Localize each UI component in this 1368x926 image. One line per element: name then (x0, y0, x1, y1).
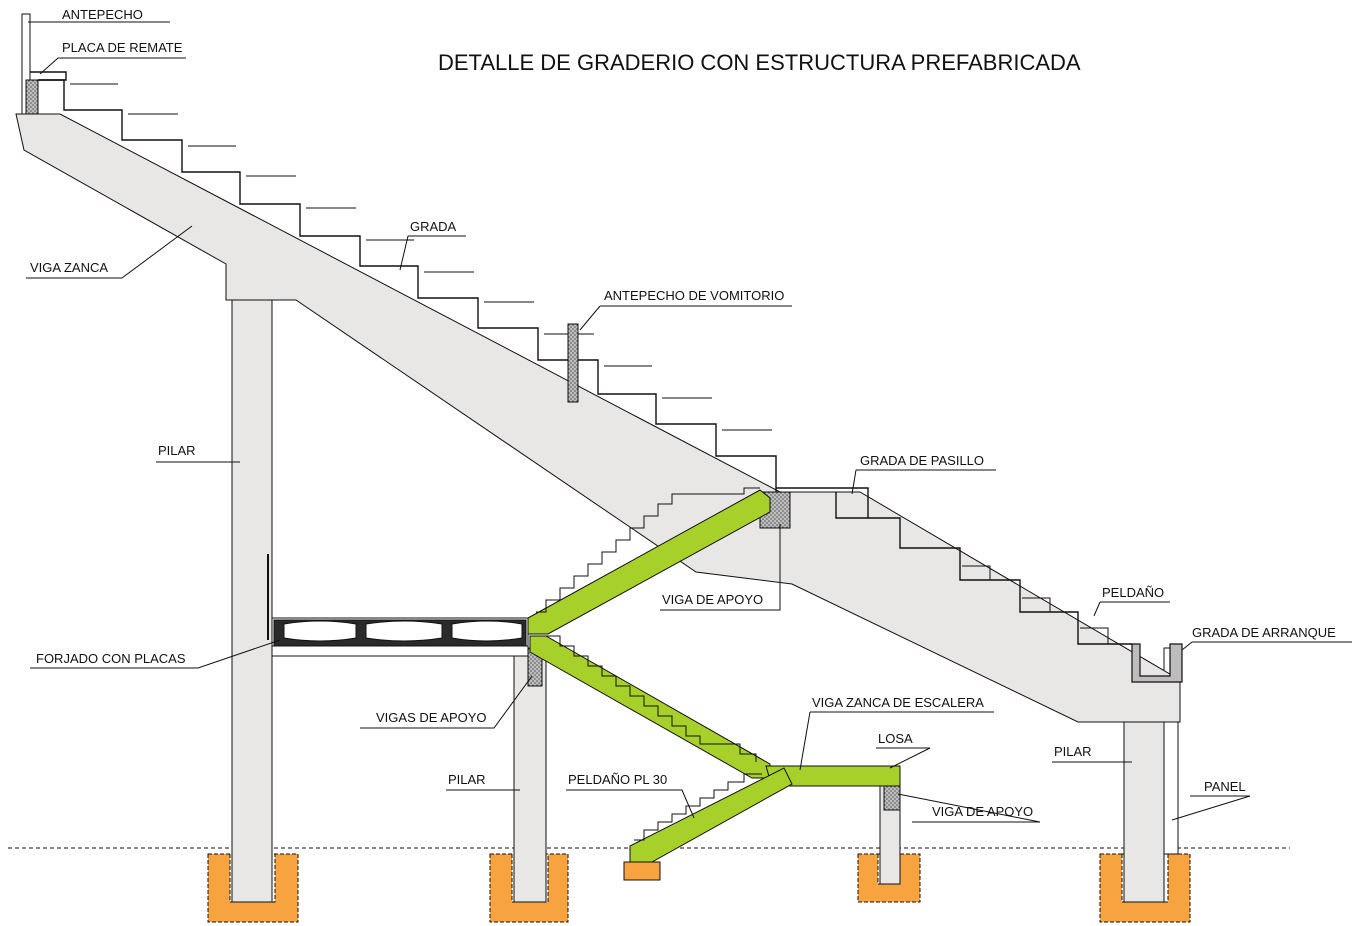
foundation-stair (623, 861, 661, 881)
placa-de-remate (30, 71, 67, 81)
grada-de-arranque (1131, 643, 1183, 683)
antepecho-vomitorio (567, 323, 579, 403)
viga-zanca-beam (15, 113, 1181, 723)
label-forjado-con-placas: FORJADO CON PLACAS (36, 651, 186, 666)
gradas-upper (38, 79, 777, 492)
antepecho-hatch (25, 79, 39, 115)
label-pilar-right: PILAR (1054, 744, 1092, 759)
label-viga-de-apoyo-lower: VIGA DE APOYO (932, 804, 1033, 819)
peldanos-intermedio (546, 635, 757, 762)
label-viga-zanca-de-escalera: VIGA ZANCA DE ESCALERA (812, 695, 984, 710)
label-antepecho-de-vomitorio: ANTEPECHO DE VOMITORIO (604, 288, 784, 303)
viga-de-apoyo-lower (883, 785, 901, 811)
label-pilar-mid: PILAR (448, 772, 486, 787)
label-grada-de-pasillo: GRADA DE PASILLO (860, 453, 984, 468)
label-pilar-left: PILAR (158, 443, 196, 458)
pillar-left (231, 299, 273, 903)
pillar-middle (513, 647, 547, 903)
escalera (527, 487, 901, 863)
tramo-inferior (629, 767, 793, 863)
label-antepecho: ANTEPECHO (62, 7, 143, 22)
label-viga-zanca: VIGA ZANCA (30, 260, 108, 275)
peldanos-superior (536, 487, 760, 613)
label-peldano: PELDAÑO (1102, 585, 1164, 600)
label-panel: PANEL (1204, 779, 1246, 794)
pillar-right (1123, 721, 1165, 903)
peldanos-inferior (634, 773, 762, 841)
label-grada: GRADA (410, 219, 457, 234)
forjado-con-placas (271, 617, 529, 657)
drawing-title: DETALLE DE GRADERIO CON ESTRUCTURA PREFA… (438, 50, 1081, 75)
label-grada-de-arranque: GRADA DE ARRANQUE (1192, 625, 1336, 640)
label-losa: LOSA (878, 731, 913, 746)
leader-lines (26, 21, 1352, 823)
tramo-intermedio (529, 635, 771, 779)
label-vigas-de-apoyo: VIGAS DE APOYO (376, 710, 487, 725)
label-placa-de-remate: PLACA DE REMATE (62, 40, 183, 55)
tramo-superior (527, 489, 771, 635)
peldanos-lower (962, 565, 1109, 644)
label-peldano-pl-30: PELDAÑO PL 30 (568, 772, 667, 787)
label-viga-de-apoyo-upper: VIGA DE APOYO (662, 592, 763, 607)
foundations (207, 853, 1191, 923)
